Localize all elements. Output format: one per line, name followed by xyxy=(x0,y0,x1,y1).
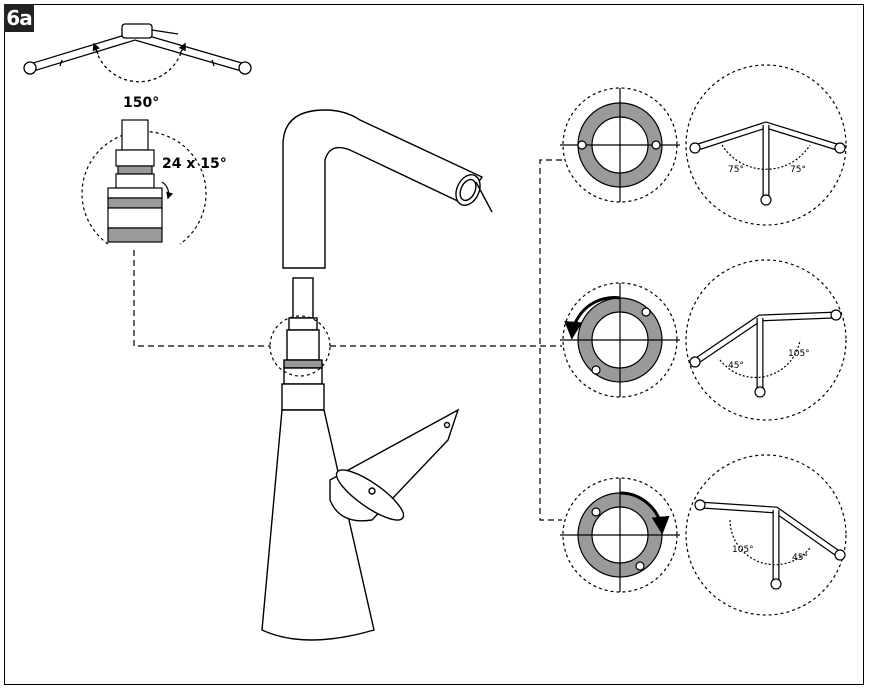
ratchet-label: 24 x 15° xyxy=(162,156,227,172)
step-label: 6a xyxy=(4,4,34,32)
top-view-position-3 xyxy=(685,454,847,616)
faucet xyxy=(261,109,493,641)
ring-position-2 xyxy=(560,282,680,398)
ring-position-3 xyxy=(560,477,680,593)
position-2-left-angle: 45° xyxy=(728,361,744,371)
position-3-right-angle: 45° xyxy=(792,553,808,563)
ring-position-1 xyxy=(560,87,680,203)
top-view-position-1 xyxy=(685,64,847,226)
swivel-angle-label: 150° xyxy=(123,95,159,111)
cartridge-detail-callout xyxy=(81,119,207,245)
connector-lines xyxy=(133,159,562,521)
position-2-right-angle: 105° xyxy=(788,349,810,359)
position-1-left-angle: 75° xyxy=(728,165,744,175)
instruction-frame xyxy=(4,4,864,685)
position-3-left-angle: 105° xyxy=(732,545,754,555)
position-1-right-angle: 75° xyxy=(790,165,806,175)
top-view-position-2 xyxy=(685,259,847,421)
swivel-range-diagram xyxy=(23,23,252,83)
